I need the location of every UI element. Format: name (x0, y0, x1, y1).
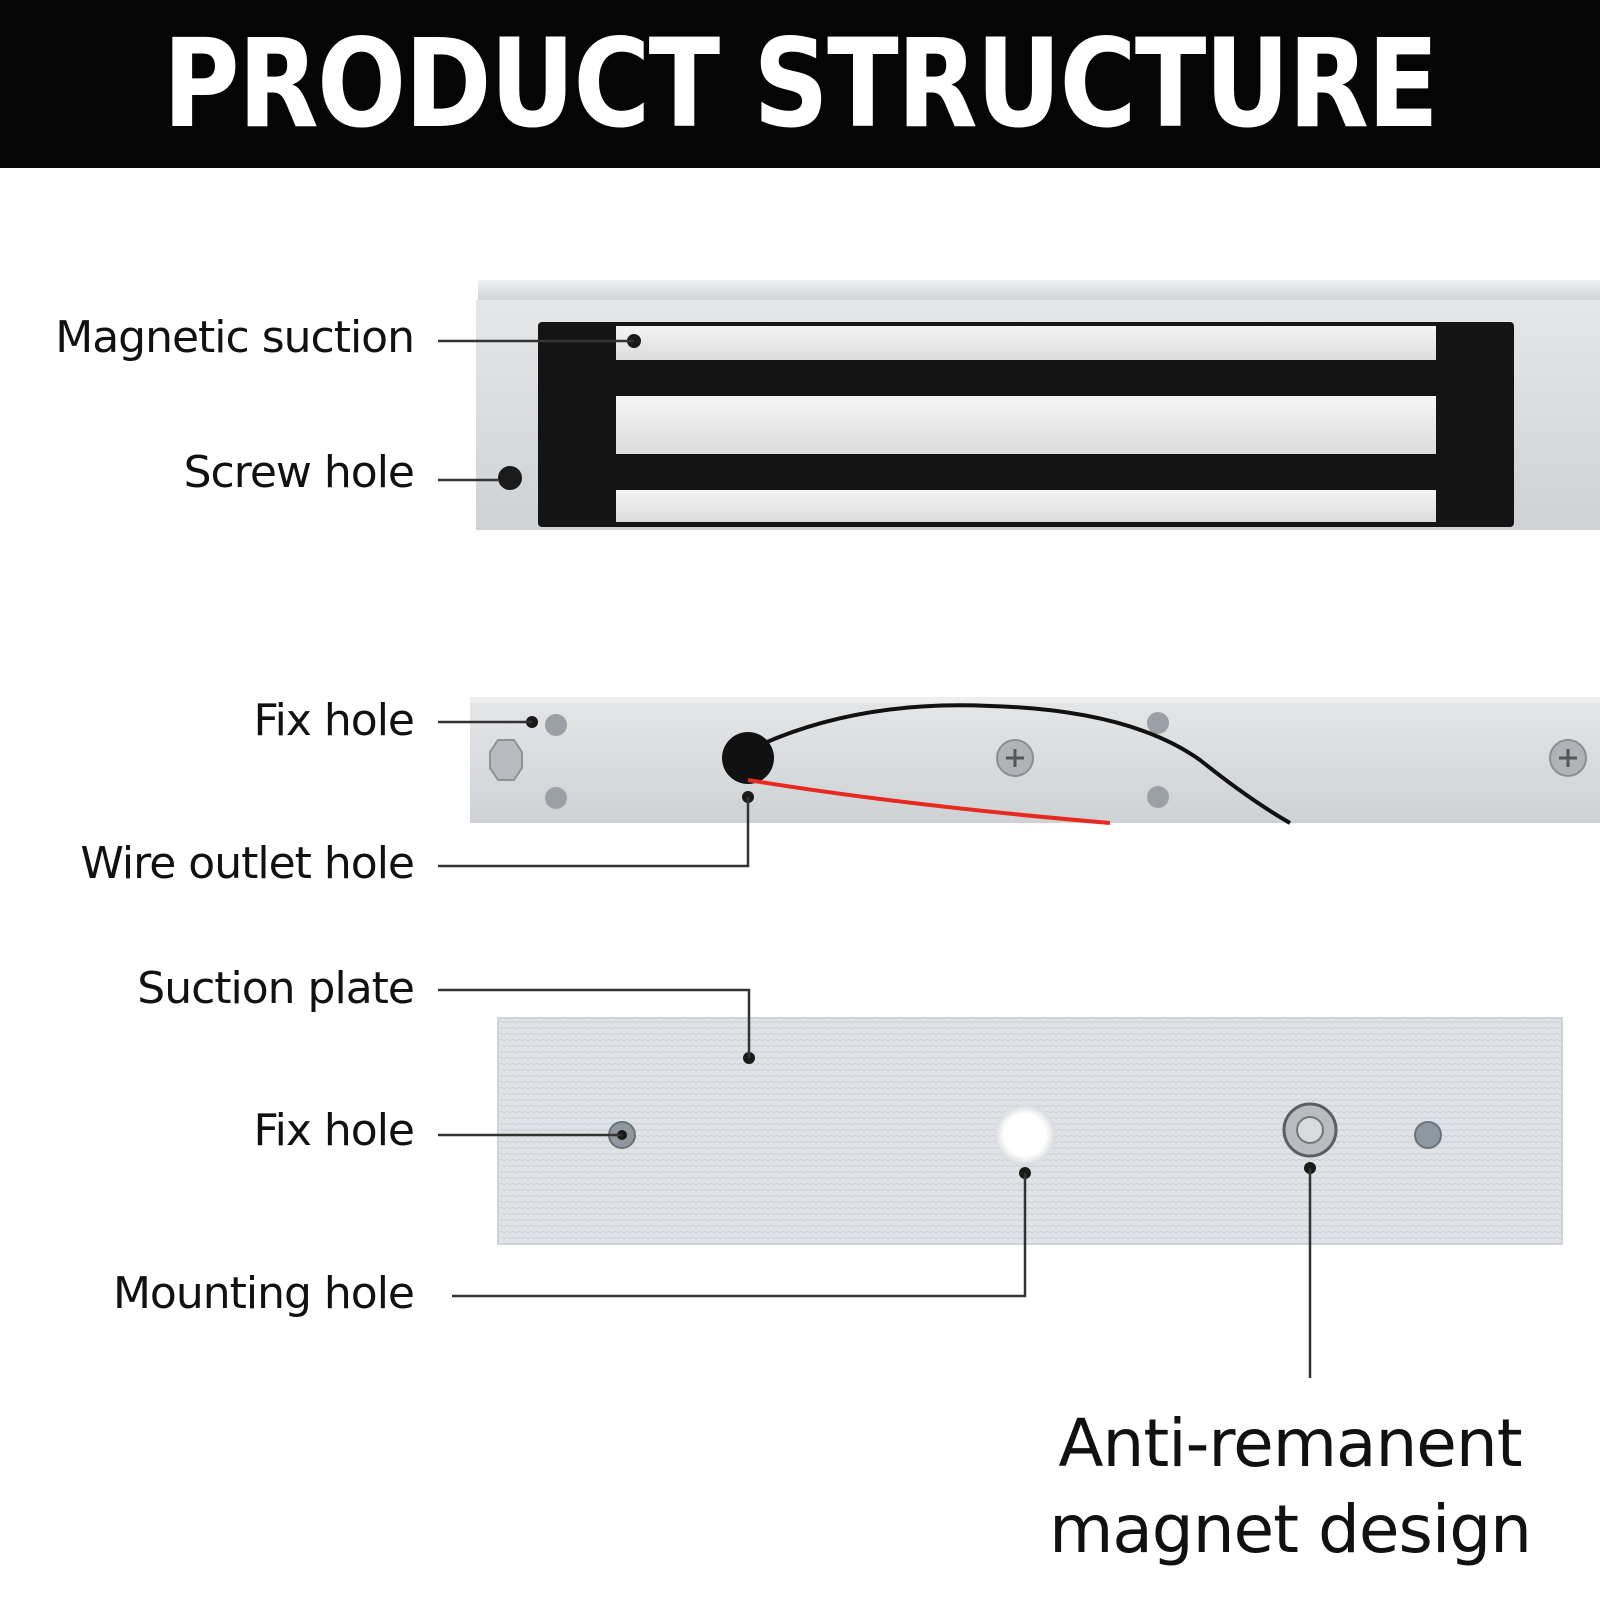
mounting-hole-icon (995, 1105, 1055, 1165)
magnet-strip-2 (616, 396, 1436, 454)
hex-bolt-icon (490, 740, 522, 780)
bar-hole-icon (1147, 786, 1169, 808)
mounting-bar (470, 697, 1600, 823)
screw-hole-icon (498, 466, 522, 490)
fix-hole-icon (545, 787, 567, 809)
label-anti-remanent-line1: Anti-remanent (1020, 1402, 1560, 1486)
label-magnetic-suction: Magnetic suction (14, 312, 414, 364)
magnet-strip-3 (616, 490, 1436, 522)
wire-outlet-icon (722, 732, 774, 784)
mounting-bar-body (470, 697, 1600, 823)
label-suction-plate: Suction plate (14, 963, 414, 1015)
magnet-strip-1 (616, 326, 1436, 360)
plate-fix-hole-icon (1415, 1122, 1441, 1148)
suction-plate (498, 1018, 1562, 1244)
label-fix-hole-plate: Fix hole (14, 1105, 414, 1157)
label-fix-hole-top: Fix hole (14, 695, 414, 747)
label-wire-outlet-hole: Wire outlet hole (14, 838, 414, 890)
label-mounting-hole: Mounting hole (14, 1268, 414, 1320)
magnet-face (476, 280, 1600, 530)
label-screw-hole: Screw hole (14, 447, 414, 499)
fix-hole-icon (545, 714, 567, 736)
bar-hole-icon (1147, 712, 1169, 734)
label-anti-remanent-line2: magnet design (1020, 1488, 1560, 1572)
